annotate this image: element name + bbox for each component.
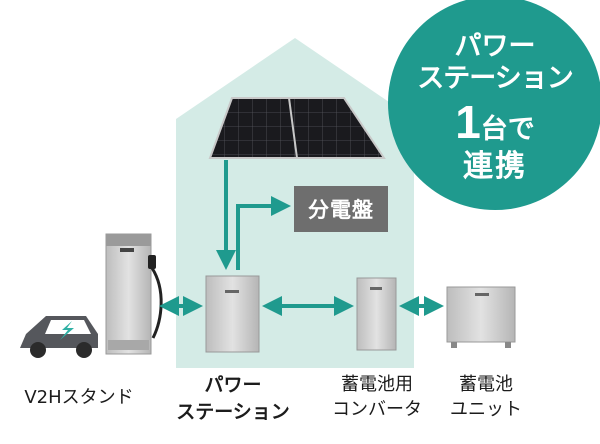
label-battery-unit: 蓄電池 ユニット — [440, 372, 532, 422]
distribution-panel-label: 分電盤 — [294, 186, 388, 232]
label-battery-line2: ユニット — [450, 399, 522, 421]
converter-icon — [356, 277, 397, 351]
badge-number: 1 — [455, 96, 481, 149]
headline-badge: パワー ステーション 1台で 連携 — [388, 0, 600, 210]
label-v2h-stand-text: V2Hスタンド — [24, 387, 134, 408]
label-power-station: パワー ステーション — [158, 372, 308, 425]
badge-line-4: 連携 — [463, 149, 527, 185]
label-power-station-line2: ステーション — [176, 400, 290, 423]
badge-line-3: 1台で — [455, 95, 535, 149]
label-battery-line1: 蓄電池 — [459, 374, 513, 395]
label-v2h-stand: V2Hスタンド — [8, 385, 150, 410]
badge-line-3-rest: 台で — [480, 114, 535, 146]
badge-line-2: ステーション — [417, 63, 573, 95]
label-converter: 蓄電池用 コンバータ — [318, 372, 436, 422]
battery-unit-icon — [446, 286, 516, 348]
electric-car-icon — [20, 316, 98, 358]
solar-panel-icon — [208, 97, 386, 159]
badge-line-1: パワー — [454, 31, 536, 63]
power-station-icon — [205, 275, 260, 353]
v2h-stand-icon — [105, 233, 163, 355]
label-converter-line1: 蓄電池用 — [341, 374, 413, 395]
label-power-station-line1: パワー — [204, 374, 262, 396]
label-converter-line2: コンバータ — [332, 399, 422, 421]
